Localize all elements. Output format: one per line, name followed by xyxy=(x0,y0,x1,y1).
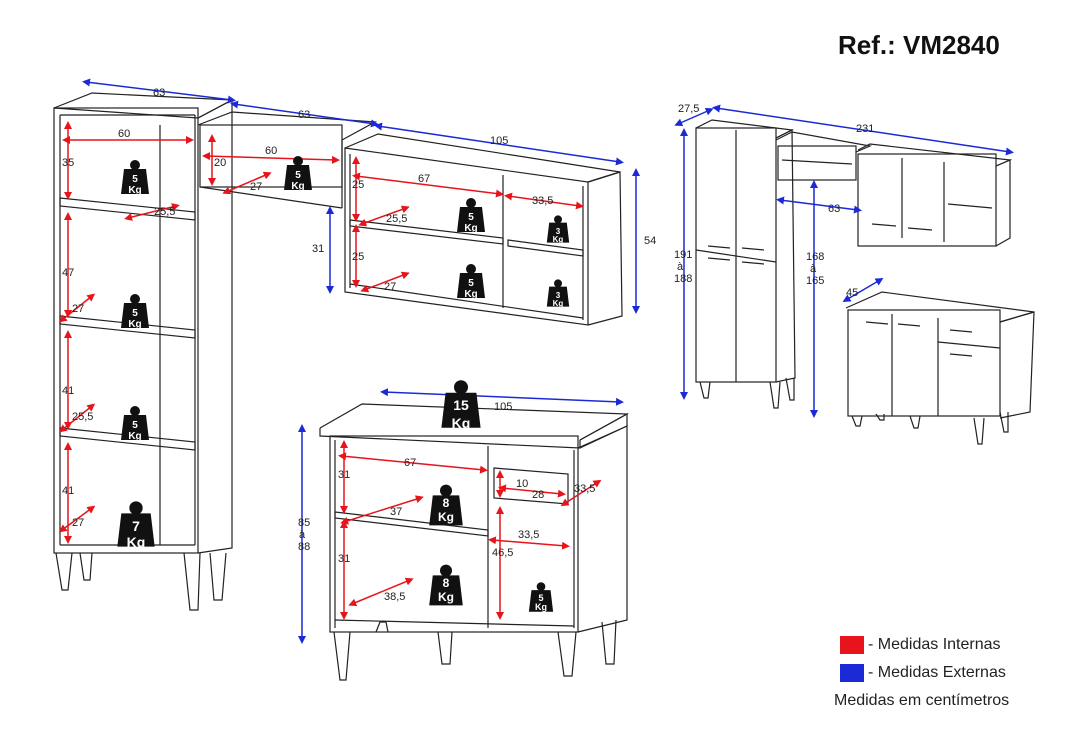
wall-depth2-label: 27 xyxy=(384,281,396,293)
svg-text:8: 8 xyxy=(443,496,450,510)
svg-text:Kg: Kg xyxy=(438,590,454,604)
svg-text:Kg: Kg xyxy=(535,602,547,612)
legend-internal: - Medidas Internas xyxy=(840,636,1001,654)
drawer-depth-label: 33,5 xyxy=(574,483,595,495)
weight-icon: 5 Kg xyxy=(457,264,485,300)
over-height-label-bottom: 188 xyxy=(674,273,692,285)
weight-icon: 8 Kg xyxy=(429,564,463,606)
tall-shelf2-height-label: 47 xyxy=(62,267,74,279)
wall-depth1-label: 25,5 xyxy=(386,213,407,225)
tall-width-label: 63 xyxy=(153,87,165,99)
svg-text:5: 5 xyxy=(132,420,138,431)
mid-inner-width-label: 60 xyxy=(265,145,277,157)
drawer-height-label: 10 xyxy=(516,478,528,490)
svg-text:Kg: Kg xyxy=(553,235,564,244)
svg-text:Kg: Kg xyxy=(452,415,471,431)
over-mid-height-label-top: 168 xyxy=(806,251,824,263)
tall-shelf4-height-label: 41 xyxy=(62,485,74,497)
wall-height-label: 54 xyxy=(644,235,656,247)
wall-shelf1-height-label: 25 xyxy=(352,179,364,191)
legend-internal-label: - Medidas Internas xyxy=(868,636,1001,653)
weight-icon: 5 Kg xyxy=(284,156,312,192)
mid-gap-label: 31 xyxy=(312,243,324,255)
svg-text:Kg: Kg xyxy=(438,510,454,524)
over-mid-height-label-a: à xyxy=(810,263,817,275)
svg-text:5: 5 xyxy=(295,170,301,181)
svg-text:Kg: Kg xyxy=(128,431,141,442)
weight-icon: 3 Kg xyxy=(546,279,570,308)
svg-text:Kg: Kg xyxy=(127,534,146,550)
svg-text:Kg: Kg xyxy=(128,319,141,330)
base-right-height-label: 46,5 xyxy=(492,547,513,559)
svg-text:Kg: Kg xyxy=(464,223,477,234)
tall-inner-width-label: 60 xyxy=(118,128,130,140)
units-note: Medidas em centímetros xyxy=(834,692,1010,709)
base-right-depth-label: 33,5 xyxy=(518,529,539,541)
weight-icon: 5 Kg xyxy=(528,582,554,612)
svg-text:Kg: Kg xyxy=(553,299,564,308)
reference-code: Ref.: VM2840 xyxy=(838,30,1000,60)
svg-text:5: 5 xyxy=(538,593,543,603)
base-height-label-bottom: 88 xyxy=(298,541,310,553)
weight-icon: 5 Kg xyxy=(457,198,485,234)
svg-text:5: 5 xyxy=(132,174,138,185)
external-swatch xyxy=(840,664,864,682)
legend-external-label: - Medidas Externas xyxy=(868,664,1006,681)
base-height-label-a: à xyxy=(299,529,306,541)
tall-depth4-label: 27 xyxy=(72,517,84,529)
svg-text:Kg: Kg xyxy=(128,185,141,196)
tall-shelf3-height-label: 41 xyxy=(62,385,74,397)
svg-text:Kg: Kg xyxy=(464,289,477,300)
wall-side-width-label: 33,5 xyxy=(532,195,553,207)
over-mid-height-label-bottom: 165 xyxy=(806,275,824,287)
over-height-label-top: 191 xyxy=(674,249,692,261)
weight-icon: 8 Kg xyxy=(429,484,463,526)
over-mid-depth-label: 63 xyxy=(828,203,840,215)
base-height-label-top: 85 xyxy=(298,517,310,529)
legend-external: - Medidas Externas xyxy=(840,664,1006,682)
drawer-width-label: 28 xyxy=(532,489,544,501)
overview-kitchen xyxy=(695,119,1035,445)
weight-icon: 5 Kg xyxy=(121,294,149,330)
weight-icon: 15 Kg xyxy=(441,380,481,431)
svg-text:5: 5 xyxy=(132,308,138,319)
base-depth2-label: 38,5 xyxy=(384,591,405,603)
weight-icon: 5 Kg xyxy=(121,160,149,196)
svg-text:5: 5 xyxy=(468,278,474,289)
base-width-label: 105 xyxy=(494,401,512,413)
tall-depth2-label: 27 xyxy=(72,303,84,315)
weight-icon: 5 Kg xyxy=(121,406,149,442)
mid-depth-label: 27 xyxy=(250,181,262,193)
base-shelf1-height-label: 31 xyxy=(338,469,350,481)
over-base-depth-label: 45 xyxy=(846,287,858,299)
wall-width-label: 105 xyxy=(490,135,508,147)
tall-depth3-label: 25,5 xyxy=(72,411,93,423)
svg-text:5: 5 xyxy=(468,212,474,223)
weight-icon: 3 Kg xyxy=(546,215,570,244)
svg-text:3: 3 xyxy=(556,291,561,300)
svg-text:Kg: Kg xyxy=(291,181,304,192)
base-shelf2-height-label: 31 xyxy=(338,553,350,565)
svg-text:7: 7 xyxy=(132,518,140,534)
over-depth-label: 27,5 xyxy=(678,103,699,115)
wall-shelf2-height-label: 25 xyxy=(352,251,364,263)
mid-inner-height-label: 20 xyxy=(214,157,226,169)
svg-text:8: 8 xyxy=(443,576,450,590)
base-inner-width-label: 67 xyxy=(404,457,416,469)
base-cabinet xyxy=(319,403,630,681)
svg-text:3: 3 xyxy=(556,227,561,236)
tall-shelf1-height-label: 35 xyxy=(62,157,74,169)
internal-swatch xyxy=(840,636,864,654)
tall-depth1-label: 25,5 xyxy=(154,206,175,218)
over-height-label-a: à xyxy=(677,261,684,273)
base-depth1-label: 37 xyxy=(390,506,402,518)
weight-icon: 7 Kg xyxy=(117,501,155,550)
over-width-label: 231 xyxy=(856,123,874,135)
svg-text:15: 15 xyxy=(453,397,469,413)
wall-inner-width-label: 67 xyxy=(418,173,430,185)
mid-width-label: 63 xyxy=(298,109,310,121)
